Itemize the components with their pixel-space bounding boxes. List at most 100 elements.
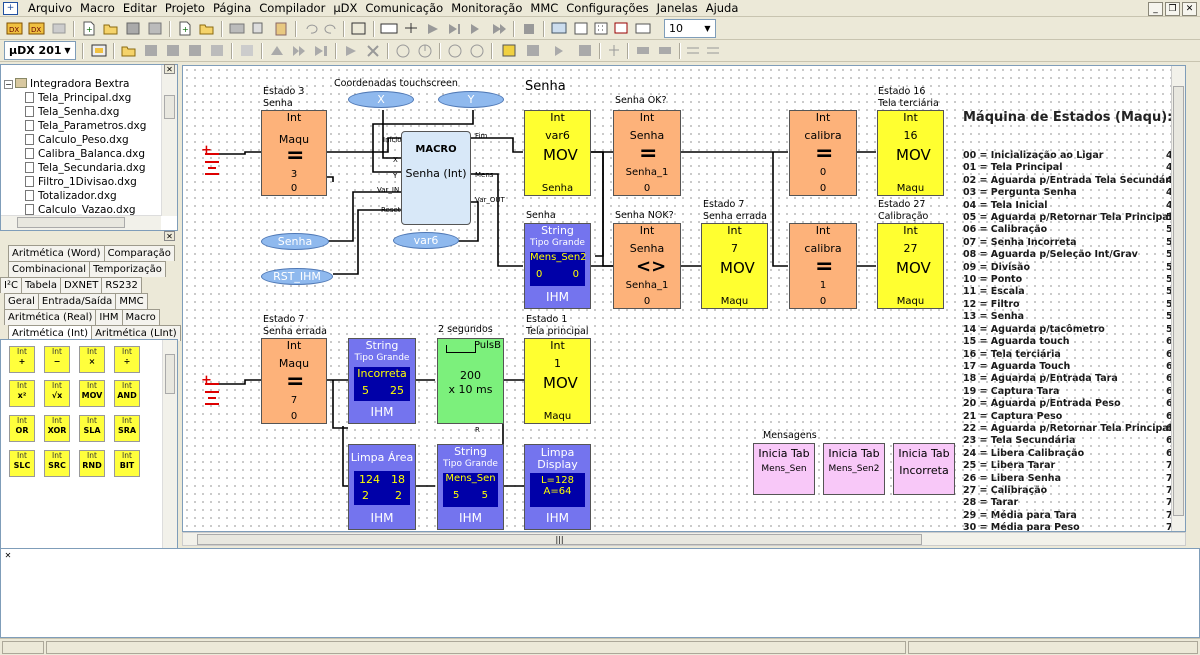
block-sqrt[interactable]: Int√x	[44, 380, 70, 407]
tree-root[interactable]: −Integradora Bextra	[4, 78, 129, 91]
forward-icon[interactable]	[490, 20, 508, 37]
senha-ok-block[interactable]: Int Senha = Senha_1 0	[613, 110, 681, 196]
inicia-tab-block[interactable]: Inicia Tab Mens_Sen	[753, 443, 815, 495]
block-icon-11[interactable]	[634, 42, 652, 59]
minimize-icon[interactable]: _	[1148, 2, 1163, 16]
cut-icon[interactable]	[228, 20, 246, 37]
macro-block[interactable]: MACRO Senha (Int)	[401, 131, 471, 225]
menu-macro[interactable]: Macro	[80, 1, 115, 15]
wand-icon[interactable]	[500, 42, 518, 59]
compile-icon[interactable]: DX	[6, 20, 24, 37]
menu-arquivo[interactable]: Arquivo	[28, 1, 73, 15]
collapse-icon[interactable]: −	[4, 80, 13, 89]
menu-comunicacao[interactable]: Comunicação	[365, 1, 444, 15]
refresh-icon[interactable]	[446, 42, 464, 59]
y-ellipse[interactable]: Y	[438, 91, 504, 108]
output-panel[interactable]: ✕	[0, 548, 1200, 638]
estado27-block[interactable]: Int 27 MOV Maqu	[877, 223, 944, 309]
estado1-block[interactable]: Int 1 MOV Maqu	[524, 338, 591, 424]
tab-aritmetica-lint[interactable]: Aritmética (LInt)	[91, 325, 181, 341]
paste-icon[interactable]	[272, 20, 290, 37]
font-size-select[interactable]: 10▼	[664, 19, 716, 38]
chevron-down-icon[interactable]: ▼	[64, 46, 71, 55]
play-icon[interactable]	[342, 42, 360, 59]
inicia-tab-block[interactable]: Inicia Tab Mens_Sen2	[823, 443, 885, 495]
tab-aritmetica-word[interactable]: Aritmética (Word)	[8, 245, 105, 261]
arrows-icon[interactable]	[684, 42, 702, 59]
block-icon-5[interactable]	[268, 42, 286, 59]
menu-udx[interactable]: µDX	[333, 1, 358, 15]
menu-editar[interactable]: Editar	[122, 1, 157, 15]
block-icon-2[interactable]	[164, 42, 182, 59]
menu-janelas[interactable]: Janelas	[656, 1, 698, 15]
monitor-icon[interactable]	[550, 20, 568, 37]
block-icon-12[interactable]	[656, 42, 674, 59]
timer-block[interactable]: PulsB 200 x 10 ms	[437, 338, 504, 424]
grid-icon[interactable]	[572, 20, 590, 37]
tree-file[interactable]: Tela_Parametros.dxg	[25, 120, 146, 133]
block-icon-6[interactable]	[290, 42, 308, 59]
grid-points-icon[interactable]	[592, 20, 610, 37]
stop-x-icon[interactable]	[364, 42, 382, 59]
clock-icon[interactable]	[394, 42, 412, 59]
estado7b-block[interactable]: Int 7 MOV Maqu	[701, 223, 768, 309]
canvas-scrollbar-h[interactable]: |||	[182, 532, 1186, 546]
tab-mmc[interactable]: MMC	[115, 293, 148, 309]
open-folder-icon[interactable]	[120, 42, 138, 59]
close-icon[interactable]: ✕	[1182, 2, 1197, 16]
rst-ellipse[interactable]: RST_IHM	[261, 268, 333, 285]
zoom-icon[interactable]	[612, 20, 630, 37]
block-icon-3[interactable]	[186, 42, 204, 59]
tab-aritmetica-real[interactable]: Aritmética (Real)	[4, 309, 97, 325]
app-icon[interactable]: +	[3, 2, 18, 15]
menu-monitoracao[interactable]: Monitoração	[451, 1, 523, 15]
step-icon[interactable]	[446, 20, 464, 37]
tab-rs232[interactable]: RS232	[101, 277, 142, 293]
tree-file[interactable]: Calibra_Balanca.dxg	[25, 148, 145, 161]
arrows-swap-icon[interactable]	[704, 42, 722, 59]
tab-dxnet[interactable]: DXNET	[59, 277, 103, 293]
tree-file[interactable]: Calculo_Peso.dxg	[25, 134, 129, 147]
menu-pagina[interactable]: Página	[212, 1, 252, 15]
block-icon-7[interactable]	[312, 42, 330, 59]
block-add[interactable]: Int+	[9, 346, 35, 373]
tree-file[interactable]: Tela_Senha.dxg	[25, 106, 119, 119]
calibra-block-1[interactable]: Int calibra = 0 0	[789, 110, 857, 196]
block-icon-9[interactable]	[552, 42, 570, 59]
add-node-icon[interactable]	[605, 42, 623, 59]
open-icon[interactable]	[102, 20, 120, 37]
tree-scrollbar-h[interactable]	[1, 215, 161, 230]
limpa-area-block[interactable]: Limpa Área 124 18 2 2 IHM	[348, 444, 416, 530]
device-select[interactable]: µDX 201▼	[4, 41, 76, 60]
compile-send-icon[interactable]: DX	[28, 20, 46, 37]
tree-file[interactable]: Filtro_1Divisao.dxg	[25, 176, 137, 189]
calibra-block-2[interactable]: Int calibra = 1 0	[789, 223, 857, 309]
canvas-scrollbar-v[interactable]	[1171, 66, 1185, 531]
select-icon[interactable]	[350, 20, 368, 37]
undo-icon[interactable]	[302, 20, 320, 37]
tree-scrollbar-v[interactable]	[161, 65, 177, 216]
tab-macro[interactable]: Macro	[121, 309, 160, 325]
menu-projeto[interactable]: Projeto	[164, 1, 205, 15]
block-div[interactable]: Int÷	[114, 346, 140, 373]
senha-ellipse[interactable]: Senha	[261, 233, 329, 250]
menu-configuracoes[interactable]: Configurações	[566, 1, 649, 15]
tab-combinacional[interactable]: Combinacional	[8, 261, 91, 277]
tree-file[interactable]: Calculo_Vazao.dxg	[25, 204, 136, 215]
block-mul[interactable]: Int×	[79, 346, 105, 373]
block-icon-4[interactable]	[208, 42, 226, 59]
tab-ihm[interactable]: IHM	[95, 309, 123, 325]
menu-ajuda[interactable]: Ajuda	[705, 1, 739, 15]
tree-file[interactable]: Tela_Secundaria.dxg	[25, 162, 146, 175]
close-icon[interactable]: ✕	[164, 231, 175, 241]
close-icon[interactable]: ✕	[4, 551, 12, 560]
tree-file[interactable]: Tela_Principal.dxg	[25, 92, 131, 105]
net-icon[interactable]	[238, 42, 256, 59]
